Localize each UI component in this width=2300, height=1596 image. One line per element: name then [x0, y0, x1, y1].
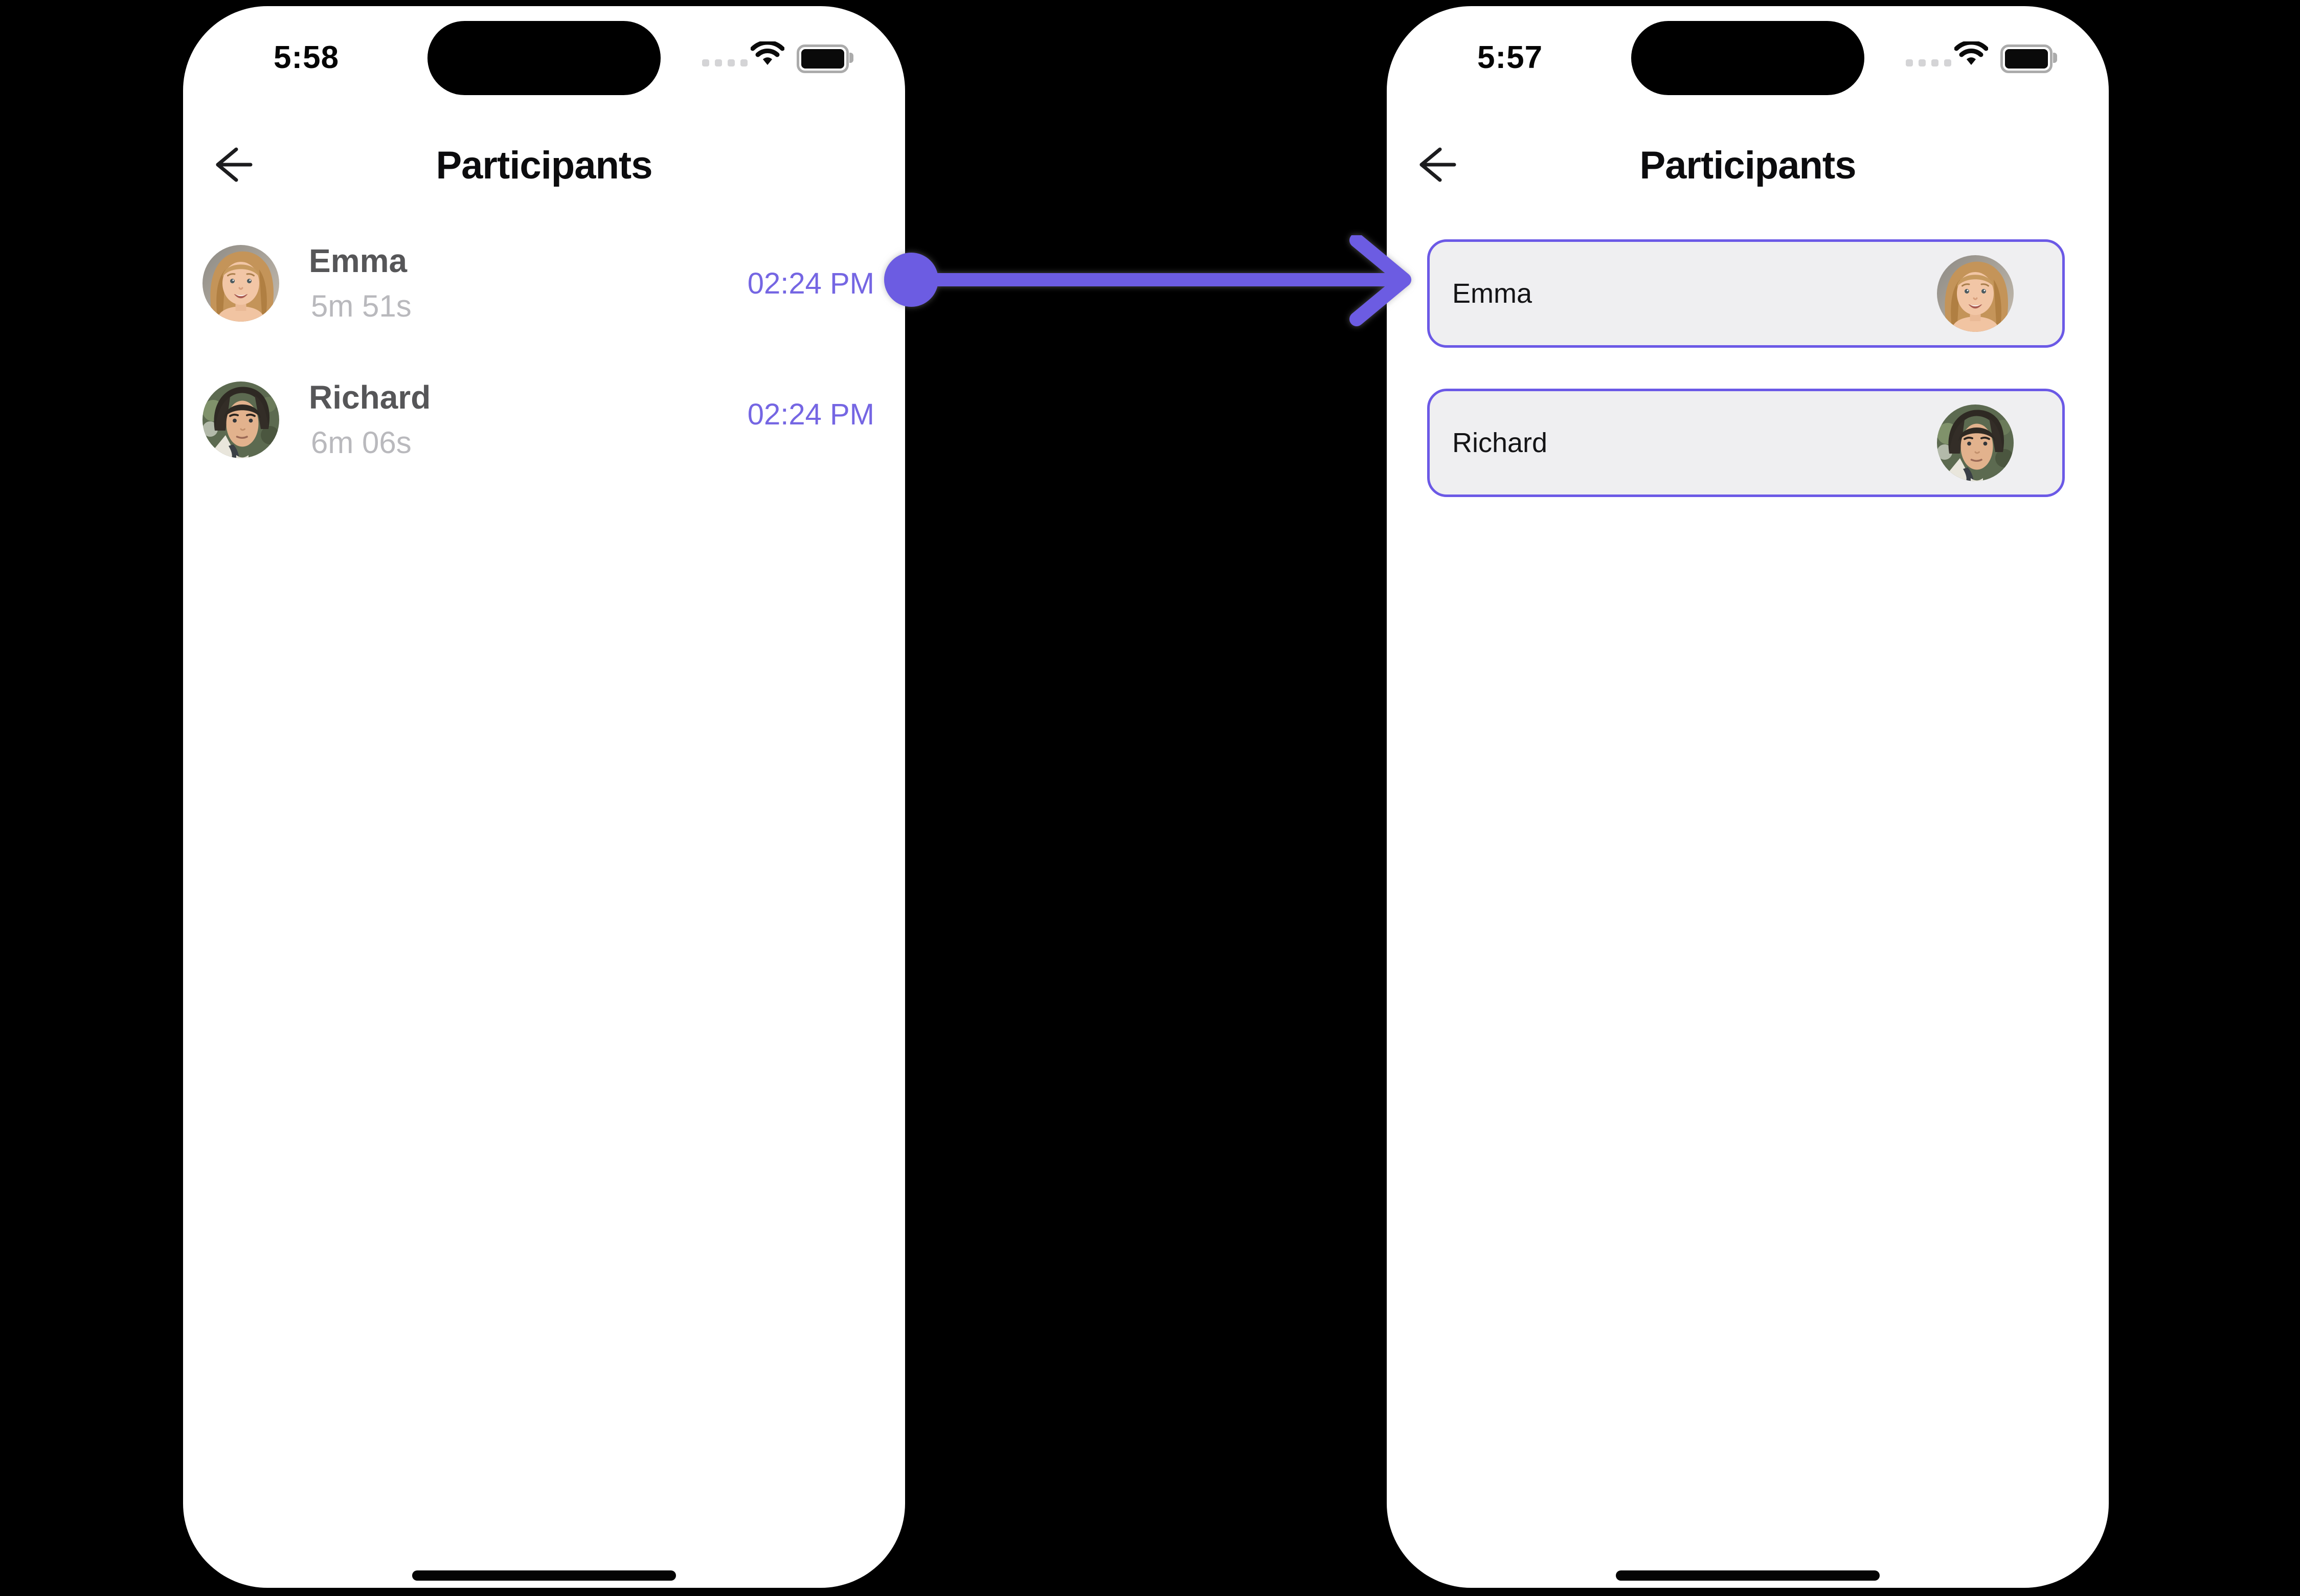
arrow-left-icon	[216, 147, 253, 182]
participant-name: Emma	[1452, 278, 1532, 309]
cellular-dots-icon	[702, 59, 748, 66]
cellular-dots-icon	[1906, 59, 1951, 66]
emma-avatar	[1937, 255, 2014, 332]
arrow-left-icon	[1419, 147, 1456, 182]
phone-before: 5:58 Participants Emma 5m 51s 02:24 PM R…	[183, 6, 905, 1588]
participant-row-richard[interactable]: Richard 6m 06s 02:24 PM	[183, 375, 905, 473]
status-time: 5:57	[1477, 40, 1543, 75]
wifi-icon	[750, 40, 785, 69]
participant-duration: 5m 51s	[311, 289, 412, 323]
emma-avatar	[202, 245, 279, 322]
transition-arrow	[880, 233, 1422, 330]
wifi-icon	[1954, 40, 1989, 69]
richard-avatar	[1937, 404, 2014, 481]
page-title: Participants	[436, 144, 652, 187]
participant-card-richard[interactable]: Richard	[1427, 389, 2065, 497]
participant-join-time: 02:24 PM	[747, 398, 874, 431]
participant-row-emma[interactable]: Emma 5m 51s 02:24 PM	[183, 239, 905, 336]
battery-icon	[2000, 44, 2057, 73]
richard-avatar	[202, 381, 279, 458]
dynamic-island	[427, 21, 661, 95]
page-title: Participants	[1639, 144, 1856, 187]
participant-join-time: 02:24 PM	[747, 267, 874, 300]
home-indicator[interactable]	[412, 1570, 676, 1581]
back-button[interactable]	[207, 140, 256, 189]
home-indicator[interactable]	[1616, 1570, 1880, 1581]
battery-icon	[797, 44, 853, 73]
participant-name: Emma	[309, 242, 408, 279]
participant-name: Richard	[309, 379, 431, 416]
status-time: 5:58	[274, 40, 340, 75]
back-button[interactable]	[1410, 140, 1459, 189]
dynamic-island	[1631, 21, 1864, 95]
participant-card-emma[interactable]: Emma	[1427, 239, 2065, 348]
participant-duration: 6m 06s	[311, 425, 412, 460]
arrow-right-connector	[884, 233, 1411, 326]
participant-name: Richard	[1452, 428, 1548, 458]
phone-after: 5:57 Participants Emma Richard	[1387, 6, 2109, 1588]
